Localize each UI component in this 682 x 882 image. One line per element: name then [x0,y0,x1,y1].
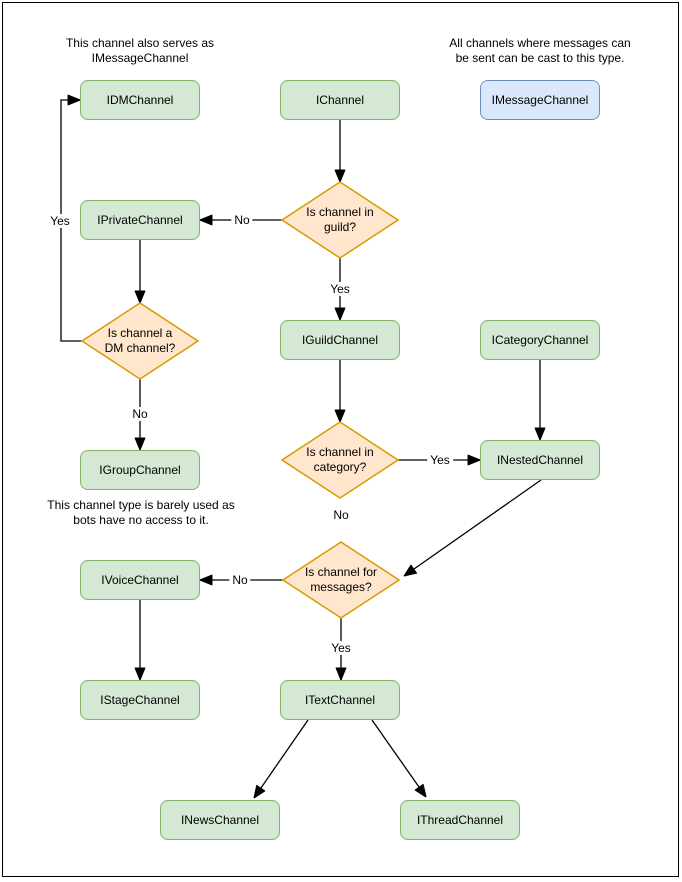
edge-inestedchannel-to-messages-decision [404,479,542,576]
node-idmchannel: IDMChannel [80,80,200,120]
decision-is-channel-in-guild-shape [280,181,400,259]
node-igroupchannel: IGroupChannel [80,450,200,490]
node-itextchannel: ITextChannel [280,680,400,720]
edge-label-category-yes: Yes [427,453,453,467]
annotation-message-note: All channels where messages can be sent … [449,36,630,66]
annotation-line: All channels where messages can [449,36,631,50]
edge-label-category-no: No [330,508,352,522]
node-inewschannel: INewsChannel [160,800,280,840]
decision-is-channel-for-messages-label: Is channel for messages? [286,565,396,595]
node-ichannel: IChannel [280,80,400,120]
node-iprivatechannel: IPrivateChannel [80,200,200,240]
node-imessagechannel: IMessageChannel [480,80,600,120]
edge-label-dm-yes: Yes [47,214,73,228]
node-icategorychannel: ICategoryChannel [480,320,600,360]
node-istagechannel: IStageChannel [80,680,200,720]
edge-label-messages-yes: Yes [328,641,354,655]
decision-line: DM channel? [104,341,176,355]
annotation-line: This channel also serves as [65,36,215,50]
node-iguildchannel: IGuildChannel [280,320,400,360]
edge-label-guild-no: No [231,213,253,227]
decision-line: Is channel for [304,565,378,579]
annotation-line: IMessageChannel [91,51,189,65]
annotation-line: be sent can be cast to this type. [455,51,625,65]
decision-is-channel-in-category-label: Is channel in category? [285,445,395,475]
edge-label-dm-no: No [129,407,151,421]
decision-line: category? [313,460,367,474]
decision-line: guild? [323,220,357,234]
node-inestedchannel: INestedChannel [480,440,600,480]
decision-line: Is channel a [107,326,173,340]
decision-is-dm-channel-label: Is channel a DM channel? [85,326,195,356]
decision-line: messages? [310,580,372,594]
annotation-dm-note: This channel also serves as IMessageChan… [66,36,214,66]
annotation-line: bots have no access to it. [73,513,209,527]
decision-line: Is channel in [306,205,374,219]
annotation-line: This channel type is barely used as [47,498,235,512]
edge-itextchannel-to-ithreadchannel [371,719,426,797]
decision-line: Is channel in [306,445,374,459]
edge-label-guild-yes: Yes [327,282,353,296]
node-ithreadchannel: IThreadChannel [400,800,520,840]
edge-label-messages-no: No [229,573,251,587]
decision-is-channel-in-category-shape [280,421,400,499]
node-ivoicechannel: IVoiceChannel [80,560,200,600]
annotation-group-note: This channel type is barely used as bots… [47,498,234,528]
decision-is-dm-channel-shape [80,302,200,380]
decision-is-channel-in-guild-label: Is channel in guild? [285,205,395,235]
decision-is-channel-for-messages-shape [281,541,401,619]
edge-itextchannel-to-inewschannel [254,719,309,798]
